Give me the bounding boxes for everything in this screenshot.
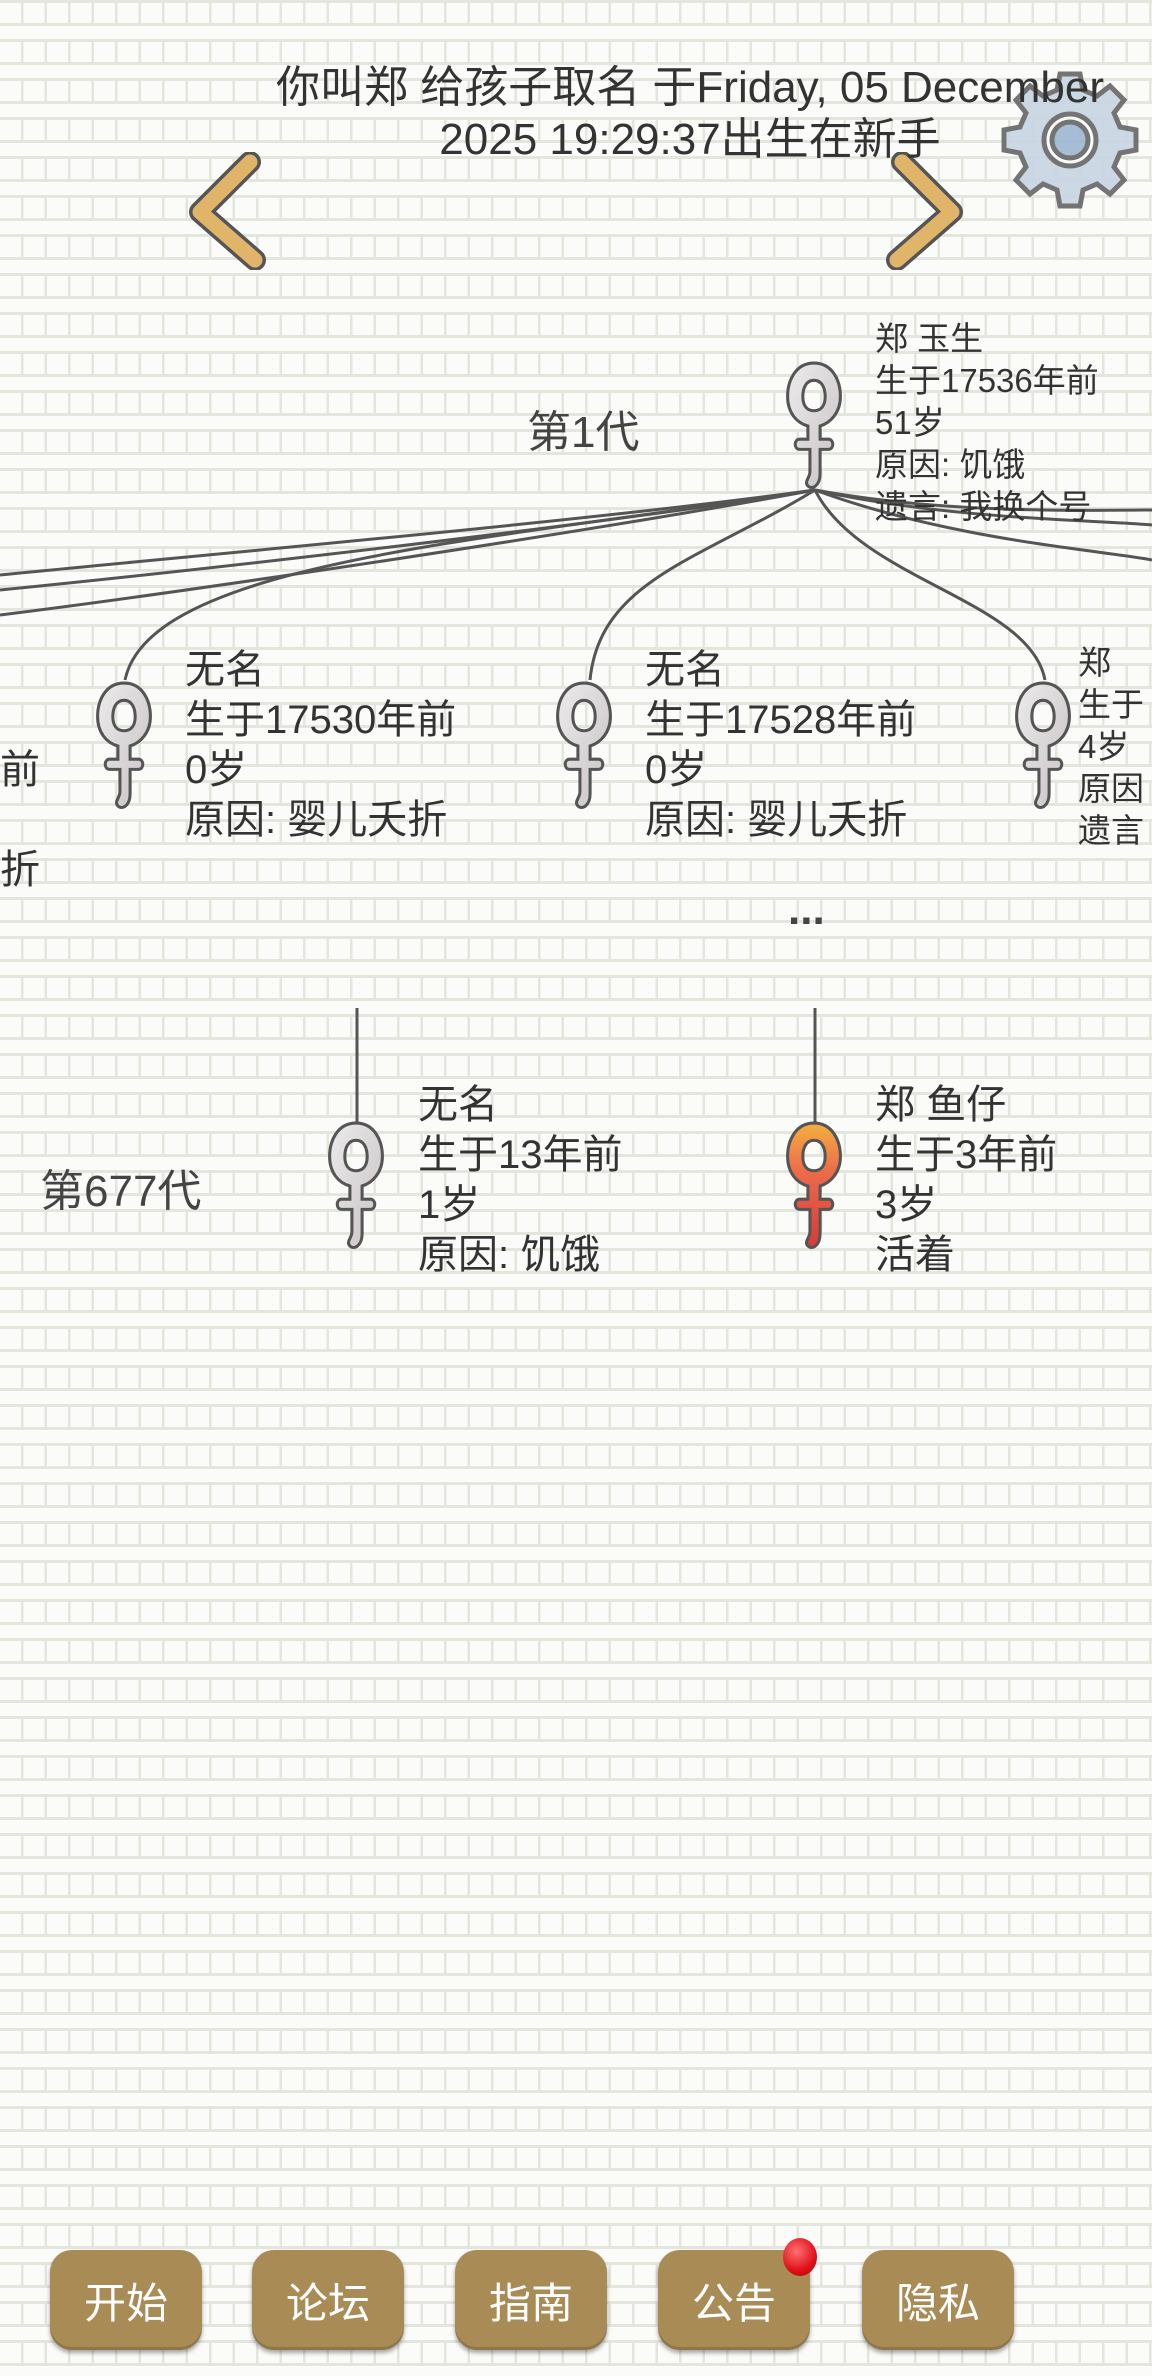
header-title-block: 你叫郑 给孩子取名 于Friday, 05 December 2025 19:2… (250, 62, 1130, 166)
chevron-left-icon[interactable] (180, 152, 280, 270)
notification-badge (783, 2238, 817, 2276)
member-cause: 原因: 婴儿夭折 (645, 798, 908, 842)
member-age: 4岁 (1078, 728, 1130, 765)
member-age: 1岁 (418, 1183, 481, 1227)
child-member-info-partial[interactable]: 前 折 (0, 695, 44, 895)
member-cause: 折 (0, 848, 40, 892)
child-member-info[interactable]: 无名 生于17528年前 0岁 原因: 婴儿夭折 (645, 645, 916, 845)
member-info[interactable]: 无名 生于13年前 1岁 原因: 饥饿 (418, 1080, 623, 1280)
member-name: 无名 (185, 648, 265, 692)
guide-button[interactable]: 指南 (455, 2250, 607, 2350)
member-name: 无名 (418, 1083, 498, 1127)
female-symbol-icon[interactable] (1012, 680, 1074, 812)
child-member-info[interactable]: 无名 生于17530年前 0岁 原因: 婴儿夭折 (185, 645, 456, 845)
member-cause: 原因: 饥饿 (418, 1233, 601, 1277)
child-member-info-partial[interactable]: 郑 生于 4岁 原因 遗言 (1078, 642, 1144, 852)
member-last-words: 遗言 (1078, 812, 1144, 849)
chevron-right-icon[interactable] (872, 152, 972, 270)
member-age: 0岁 (645, 748, 708, 792)
female-symbol-icon-alive[interactable] (783, 1120, 845, 1252)
member-name: 郑 (1078, 644, 1111, 681)
forum-button[interactable]: 论坛 (252, 2250, 404, 2350)
page-subtitle: 2025 19:29:37出生在新手 (439, 115, 941, 164)
member-age: 0岁 (185, 748, 248, 792)
family-tree-connectors (0, 488, 1152, 1122)
female-symbol-icon[interactable] (783, 360, 845, 492)
member-last-words: 遗言: 我换个号 (875, 488, 1092, 525)
member-cause: 原因: 婴儿夭折 (185, 798, 448, 842)
member-age: 3岁 (875, 1183, 938, 1227)
member-name: 无名 (645, 648, 725, 692)
member-name: 郑 玉生 (875, 320, 984, 357)
member-name (0, 695, 44, 745)
start-button[interactable]: 开始 (50, 2250, 202, 2350)
gear-icon[interactable] (998, 68, 1142, 212)
member-status: 活着 (875, 1233, 955, 1277)
member-born: 生于17530年前 (185, 698, 457, 742)
member-cause: 原因 (1078, 770, 1144, 807)
generation-label: 第1代 (527, 408, 640, 457)
player-member-info[interactable]: 郑 鱼仔 生于3年前 3岁 活着 (875, 1080, 1057, 1280)
page-title: 你叫郑 给孩子取名 于Friday, 05 December (275, 63, 1104, 112)
member-age: 51岁 (875, 404, 945, 441)
member-name: 郑 鱼仔 (875, 1083, 1007, 1127)
member-cause: 原因: 饥饿 (875, 446, 1026, 483)
member-born: 前 (0, 748, 40, 792)
member-born: 生于3年前 (875, 1133, 1058, 1177)
member-born: 生于17536年前 (875, 362, 1099, 399)
privacy-button[interactable]: 隐私 (862, 2250, 1014, 2350)
female-symbol-icon[interactable] (325, 1120, 387, 1252)
female-symbol-icon[interactable] (553, 680, 615, 812)
root-member-info[interactable]: 郑 玉生 生于17536年前 51岁 原因: 饥饿 遗言: 我换个号 (875, 318, 1099, 528)
member-age (0, 795, 44, 845)
generation-label: 第677代 (40, 1167, 202, 1216)
member-born: 生于13年前 (418, 1133, 623, 1177)
ellipsis: ... (788, 885, 825, 934)
member-born: 生于 (1078, 686, 1144, 723)
female-symbol-icon[interactable] (93, 680, 155, 812)
member-born: 生于17528年前 (645, 698, 917, 742)
